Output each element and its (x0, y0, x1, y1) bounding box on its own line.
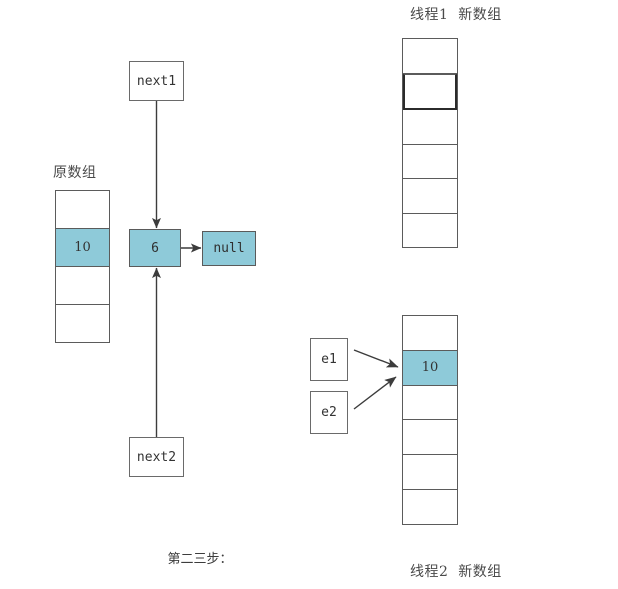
node-null-box: null (202, 231, 256, 266)
thread2-new-array: 10 (402, 315, 458, 525)
thread1-array-cell-5 (403, 213, 457, 247)
thread1-array-cell-4 (403, 179, 457, 214)
next1-label: next1 (136, 73, 177, 89)
next2-pointer-box: next2 (129, 437, 184, 477)
original-array-cell-2 (56, 267, 109, 305)
e2-label: e2 (321, 405, 337, 420)
e1-label: e1 (321, 352, 337, 367)
thread1-array-cell-0 (403, 39, 457, 74)
original-array-cell-3 (56, 305, 109, 342)
next1-pointer-box: next1 (129, 61, 184, 101)
thread1-array-title: 线程1 新数组 (410, 7, 502, 23)
original-array-cell-0 (56, 191, 109, 229)
thread1-array-cell-1 (403, 73, 457, 110)
caption-block: 第二三步： 线程2：e.next = newTable[i]; newTable… (50, 512, 350, 589)
thread2-array-cell-0 (403, 316, 457, 351)
node-null-label: null (213, 241, 245, 256)
next2-label: next2 (136, 449, 177, 465)
thread1-new-array (402, 38, 458, 248)
thread2-array-cell-5 (403, 490, 457, 524)
original-array-title: 原数组 (53, 165, 97, 181)
caption-line-1: 第二三步： (167, 552, 233, 567)
thread2-array-cell-3 (403, 420, 457, 456)
e1-pointer-box: e1 (310, 338, 348, 381)
thread2-array-cell-1: 10 (403, 350, 457, 386)
thread2-array-cell-1-value: 10 (421, 360, 439, 376)
arrow-e2-to-thread2-bucket (353, 376, 397, 410)
thread2-array-title: 线程2 新数组 (410, 564, 502, 580)
thread2-array-cell-2 (403, 385, 457, 421)
node-6-box: 6 (129, 229, 181, 267)
thread2-array-cell-4 (403, 455, 457, 491)
e2-pointer-box: e2 (310, 391, 348, 434)
arrow-e1-to-thread2-bucket (353, 349, 399, 368)
thread1-array-cell-2 (403, 110, 457, 145)
node-6-label: 6 (151, 240, 159, 256)
original-array: 10 (55, 190, 110, 343)
original-array-cell-1-value: 10 (74, 240, 91, 255)
thread1-array-cell-3 (403, 144, 457, 179)
original-array-cell-1: 10 (56, 229, 109, 267)
